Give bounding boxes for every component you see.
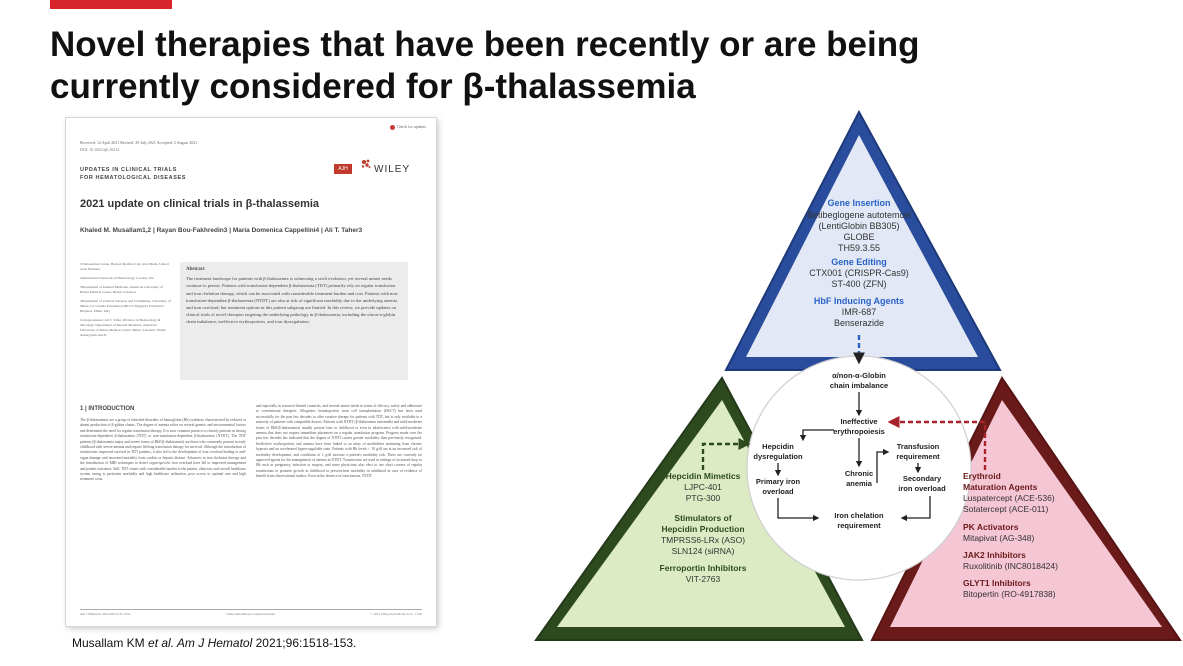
arrow-primary-to-chelation	[777, 498, 820, 522]
chronic-anemia-label: Chronic	[845, 469, 873, 478]
erythropoiesis-triangle-inner	[890, 400, 1162, 627]
affiliation: 2International Network of Hematology, Lo…	[80, 276, 154, 280]
paper-section-line2: FOR HEMATOLOGICAL DISEASES	[80, 175, 187, 181]
paper-section-label: UPDATES IN CLINICAL TRIALS FOR HEMATOLOG…	[80, 166, 230, 182]
red-dashed-connector	[887, 416, 987, 470]
pk-activators-heading: PK Activators	[963, 522, 1019, 532]
hbf-agents-item: IMR-687	[842, 307, 877, 317]
intro-column-right: and especially in resource-limited count…	[256, 404, 422, 479]
ferroportin-heading: Ferroportin Inhibitors	[660, 563, 747, 573]
gene-insertion-heading: Gene Insertion	[827, 198, 890, 208]
secondary-iron-overload-label: Secondary	[903, 474, 942, 483]
paper-thumbnail: Check for updates Received: 12 April 202…	[66, 118, 436, 626]
gene-insertion-item: (LentiGlobin BB305)	[818, 221, 899, 231]
ineffective-erythropoiesis-label: erythropoiesis	[833, 427, 885, 436]
wiley-dots-icon	[361, 159, 371, 168]
intro-column-left: The β-thalassemias are a group of inheri…	[80, 418, 246, 482]
citation-volume: 2021;96:1518-153.	[252, 636, 357, 650]
erythroid-item: Sotatercept (ACE-011)	[963, 504, 1049, 514]
globin-imbalance-label: α/non-α-Globin	[832, 371, 886, 380]
hepcidin-triangle-inner	[557, 400, 845, 627]
gene-insertion-item: GLOBE	[843, 232, 874, 242]
paper-affiliations: 1Thalassemia Center, Burjeel Medical Cit…	[80, 262, 172, 338]
paper-authors: Khaled M. Musallam1,2 | Rayan Bou-Fakhre…	[80, 227, 363, 234]
hepcidin-stimulators-item: TMPRSS6-LRx (ASO)	[661, 535, 745, 545]
arrow-anemia-to-transfusion	[876, 448, 890, 483]
paper-footer: Am J Hematol. 2021;96:1518–1531. wileyon…	[80, 609, 422, 616]
jak2-heading: JAK2 Inhibitors	[963, 550, 1026, 560]
glyt1-item: Bitopertin (RO-4917838)	[963, 589, 1056, 599]
intro-heading: 1 | INTRODUCTION	[80, 406, 135, 412]
primary-iron-overload-label: Primary iron	[756, 477, 801, 486]
footer-journal: Am J Hematol. 2021;96:1518–1531.	[80, 612, 132, 616]
paper-abstract: Abstract The treatment landscape for pat…	[180, 262, 408, 380]
secondary-iron-overload-label: iron overload	[898, 484, 946, 493]
chronic-anemia-label: anemia	[846, 479, 873, 488]
iron-chelation-label: Iron chelation	[834, 511, 884, 520]
citation-authors: Musallam KM	[72, 636, 149, 650]
paper-dates: Received: 12 April 2021 Revised: 29 July…	[80, 140, 198, 145]
affiliation: 1Thalassemia Center, Burjeel Medical Cit…	[80, 262, 169, 271]
affiliation: 4Department of Clinical Sciences and Com…	[80, 299, 171, 313]
hepcidin-stimulators-heading: Stimulators of	[674, 513, 731, 523]
abstract-heading: Abstract	[186, 267, 205, 272]
therapy-diagram: Gene Insertion Betibeglogene autotemcel …	[534, 109, 1182, 641]
paper-doi: DOI: 10.1002/ajh.26314	[80, 147, 120, 152]
pk-activators-item: Mitapivat (AG-348)	[963, 533, 1034, 543]
erythroid-heading: Erythroid	[963, 471, 1001, 481]
gene-therapy-triangle-inner	[746, 135, 978, 357]
transfusion-requirement-label: requirement	[896, 452, 940, 461]
paper-title: 2021 update on clinical trials in β-thal…	[80, 198, 320, 210]
hbf-agents-heading: HbF Inducing Agents	[814, 296, 904, 306]
hepcidin-mimetics-heading: Hepcidin Mimetics	[666, 471, 741, 481]
green-dashed-connector	[701, 438, 751, 470]
citation: Musallam KM et al. Am J Hematol 2021;96:…	[72, 636, 356, 650]
hepcidin-mimetics-item: PTG-300	[686, 493, 721, 503]
hepcidin-stimulators-heading: Hepcidin Production	[661, 524, 744, 534]
gene-insertion-item: Betibeglogene autotemcel	[807, 210, 911, 220]
globin-imbalance-label: chain imbalance	[830, 381, 888, 390]
ineffective-erythropoiesis-label: Ineffective	[840, 417, 877, 426]
erythroid-heading: Maturation Agents	[963, 482, 1038, 492]
hepcidin-mimetics-item: LJPC-401	[684, 482, 722, 492]
citation-journal: et al. Am J Hematol	[148, 636, 253, 650]
iron-chelation-label: requirement	[837, 521, 881, 530]
slide-title: Novel therapies that have been recently …	[50, 24, 919, 108]
primary-iron-overload-label: overload	[762, 487, 794, 496]
wiley-logo: WILEY	[374, 164, 411, 175]
paper-section-line1: UPDATES IN CLINICAL TRIALS	[80, 167, 177, 173]
slide-title-line1: Novel therapies that have been recently …	[50, 25, 920, 64]
correspondence: Correspondence: Ali T. Taher, Division o…	[80, 318, 167, 337]
gene-insertion-item: TH59.3.55	[838, 243, 880, 253]
hepcidin-dysregulation-label: Hepcidin	[762, 442, 794, 451]
arrow-secondary-to-chelation	[900, 496, 931, 522]
affiliation: 3Department of Internal Medicine, Americ…	[80, 285, 163, 294]
journal-logo: AJH WILEY	[334, 156, 414, 182]
abstract-text: The treatment landscape for patients wit…	[186, 276, 399, 325]
gene-editing-item: ST-400 (ZFN)	[831, 279, 886, 289]
ferroportin-item: VIT-2763	[686, 574, 721, 584]
erythroid-item: Luspatercept (ACE-536)	[963, 493, 1055, 503]
transfusion-requirement-label: Transfusion	[897, 442, 940, 451]
arrow-ineffective-to-hepcidin	[799, 429, 834, 442]
ajh-logo: AJH	[334, 164, 352, 174]
jak2-item: Ruxolitinib (INC8018424)	[963, 561, 1058, 571]
gene-editing-item: CTX001 (CRISPR-Cas9)	[809, 268, 909, 278]
footer-url: wileyonlinelibrary.com/journal/ajh	[226, 612, 275, 616]
accent-bar	[50, 0, 172, 9]
hbf-agents-item: Benserazide	[834, 318, 884, 328]
check-for-updates-badge[interactable]: Check for updates	[390, 124, 426, 130]
slide-title-line2: currently considered for β-thalassemia	[50, 67, 696, 106]
hepcidin-dysregulation-label: dysregulation	[753, 452, 803, 461]
hepcidin-stimulators-item: SLN124 (siRNA)	[672, 546, 735, 556]
gene-editing-heading: Gene Editing	[831, 257, 887, 267]
footer-copyright: © 2021 Wiley Periodicals LLC. 1518	[369, 612, 422, 616]
glyt1-heading: GLYT1 Inhibitors	[963, 578, 1031, 588]
